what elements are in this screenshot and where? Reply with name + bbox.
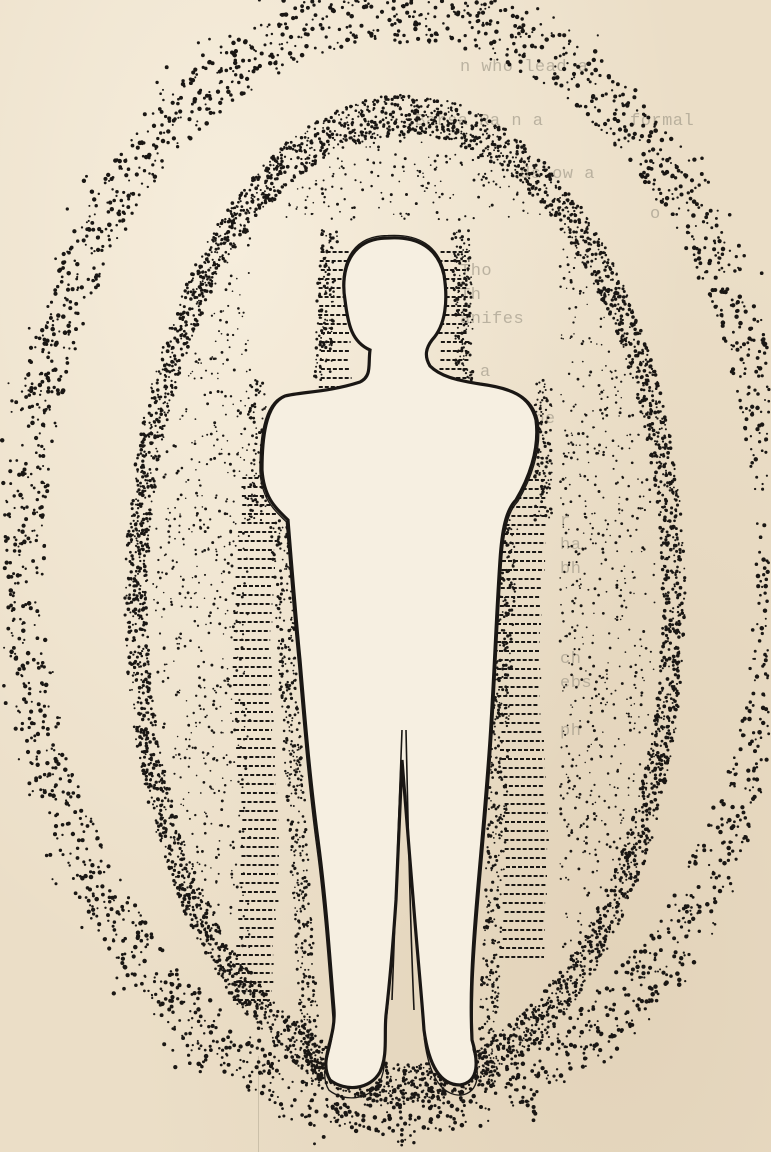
aura-illustration [0, 0, 771, 1152]
document-page: n who lead a Barsa Ra n a formal ds ow a… [0, 0, 771, 1152]
